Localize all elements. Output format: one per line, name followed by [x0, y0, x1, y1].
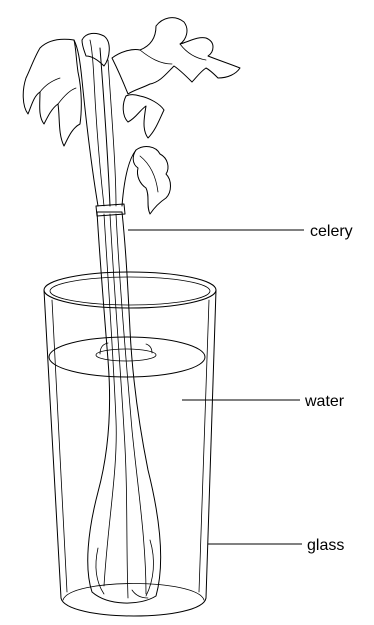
- glass-rim-inner: [50, 277, 210, 305]
- glass-left-inner-wall: [52, 300, 67, 592]
- celery-label: celery: [310, 223, 353, 240]
- celery-leaf-left-vein-1: [40, 78, 60, 92]
- celery-leaf-right-vein-2: [180, 44, 206, 60]
- celery-leaf-lower: [133, 147, 170, 214]
- glass-left-wall: [44, 290, 61, 598]
- celery-base-shade-left: [96, 548, 104, 594]
- celery-leaf-right: [112, 18, 240, 94]
- celery-stem-right: [122, 150, 136, 206]
- water-label: water: [304, 393, 345, 410]
- celery-leaf-right-vein-1: [140, 50, 172, 64]
- celery-band: [96, 204, 125, 216]
- celery-rib-1: [104, 214, 116, 586]
- celery-stalk-outline: [88, 212, 161, 603]
- celery-leaf-left: [23, 39, 81, 146]
- celery: [23, 18, 240, 603]
- glass-base-front: [61, 598, 206, 616]
- celery-leaf-mid: [123, 95, 164, 139]
- celery-leaf-lower-vein: [140, 156, 158, 192]
- glass-label: glass: [307, 537, 344, 554]
- celery-rib-3: [116, 214, 146, 594]
- celery-leaf-top: [82, 33, 109, 66]
- celery-stem-left-inner: [90, 40, 104, 206]
- celery-leaf-left-vein-2: [58, 88, 76, 104]
- celery-base-shade-right: [146, 540, 153, 596]
